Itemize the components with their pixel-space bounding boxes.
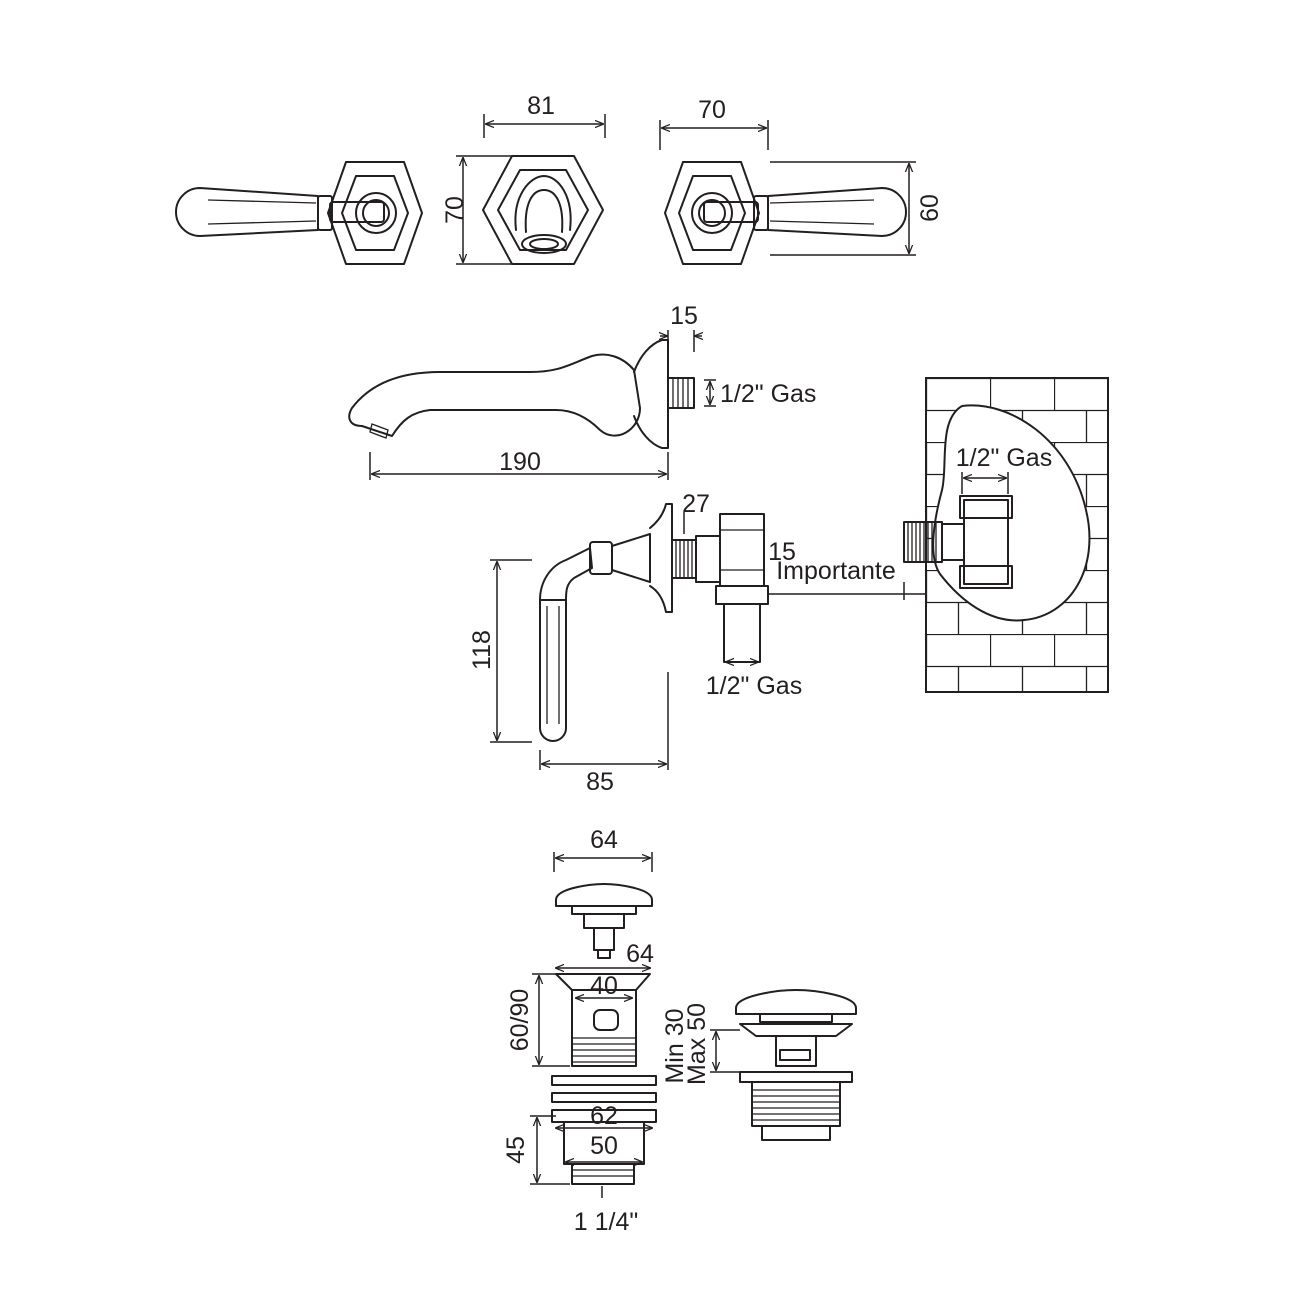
dim-min-30: Min 30 <box>661 1008 689 1083</box>
spout-side-view: 15 1/2" Gas 190 <box>348 302 816 480</box>
dim-85: 85 <box>586 768 614 796</box>
top-view: 81 70 70 60 <box>175 92 944 265</box>
dim-70-horizontal: 70 <box>698 96 726 124</box>
dim-60: 60 <box>916 194 944 222</box>
handle-side-view: 27 15 Importante 1/2" Gas 118 85 <box>468 490 930 796</box>
dim-118: 118 <box>468 630 496 670</box>
dim-45: 45 <box>502 1136 530 1164</box>
dim-81: 81 <box>527 92 555 120</box>
dim-190: 190 <box>499 448 541 476</box>
dim-70-vertical: 70 <box>441 196 469 224</box>
right-valve-top <box>664 161 907 265</box>
wall-thread-label: 1/2" Gas <box>956 444 1052 472</box>
waste-exploded: 64 64 40 60/90 62 50 45 1 1/4" <box>502 826 657 1236</box>
dim-15-spout: 15 <box>670 302 698 330</box>
left-valve-top <box>175 161 423 265</box>
dim-62: 62 <box>590 1102 618 1130</box>
handle-thread-label: 1/2" Gas <box>706 672 802 700</box>
important-label: Importante <box>776 557 896 585</box>
dim-60-90: 60/90 <box>506 989 534 1052</box>
dim-27: 27 <box>682 490 710 518</box>
spout-top <box>482 155 604 265</box>
dim-64-body: 64 <box>626 940 654 968</box>
wall-detail: 1/2" Gas <box>903 377 1109 693</box>
dim-64-cap: 64 <box>590 826 618 854</box>
spout-thread-label: 1/2" Gas <box>720 380 816 408</box>
dim-max-50: Max 50 <box>683 1003 711 1085</box>
dim-50: 50 <box>590 1132 618 1160</box>
dim-15-body: 15 <box>768 538 796 566</box>
waste-assembled: Min 30 Max 50 <box>661 989 857 1141</box>
waste-thread-label: 1 1/4" <box>574 1208 638 1236</box>
dim-40: 40 <box>590 972 618 1000</box>
